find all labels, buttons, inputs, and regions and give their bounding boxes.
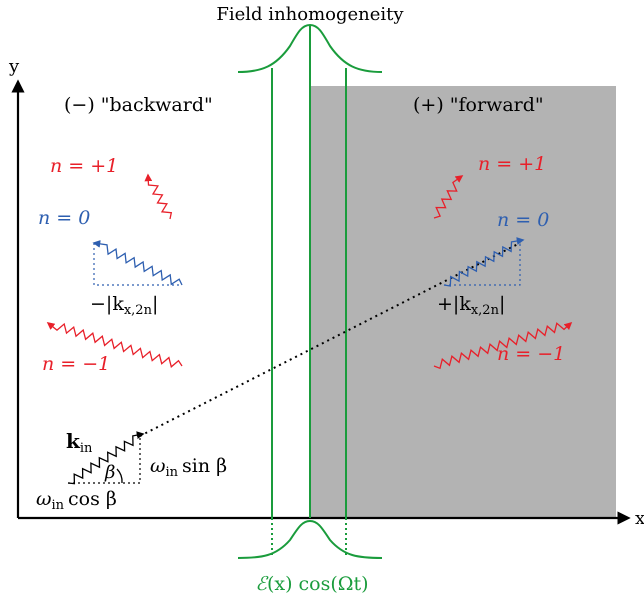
beta-label: β [104, 462, 115, 483]
backward-wave-n-minus-1 [46, 322, 183, 368]
backward-n-minus-1-label: n = −1 [42, 353, 110, 375]
backward-momentum-label: −|kx,2n| [90, 293, 158, 318]
backward-n-plus-1-label: n = +1 [50, 155, 118, 177]
forward-n-0-label: n = 0 [497, 209, 549, 231]
forward-n-plus-1-label: n = +1 [478, 153, 546, 175]
backward-n-0-label: n = 0 [38, 207, 90, 229]
field-expression: ℰ(x) cos(Ωt) [255, 573, 368, 595]
y-axis-label: y [8, 56, 20, 77]
forward-wave-n-plus-1 [433, 175, 464, 219]
backward-wave-n-plus-1 [144, 173, 173, 220]
incident-path [139, 242, 521, 437]
backward-label: (−) "backward" [64, 94, 213, 116]
forward-triangle [444, 243, 521, 286]
title: Field inhomogeneity [216, 4, 404, 25]
bottom-gaussian [237, 519, 383, 559]
x-axis-label: x [635, 508, 644, 529]
forward-momentum-label: +|kx,2n| [437, 293, 505, 318]
backward-triangle [93, 243, 182, 286]
k-in-label: kin [66, 429, 93, 456]
incident-triangle [68, 436, 141, 484]
forward-wave-n-minus-1 [433, 321, 573, 370]
forward-wave-n-0 [443, 237, 525, 287]
forward-region [309, 86, 616, 518]
forward-label: (+) "forward" [413, 94, 544, 116]
forward-n-minus-1-label: n = −1 [497, 343, 565, 365]
incident-wave [67, 431, 145, 485]
backward-wave-n-0 [92, 239, 183, 286]
field-profile [237, 23, 383, 559]
angle-arc [116, 468, 123, 484]
